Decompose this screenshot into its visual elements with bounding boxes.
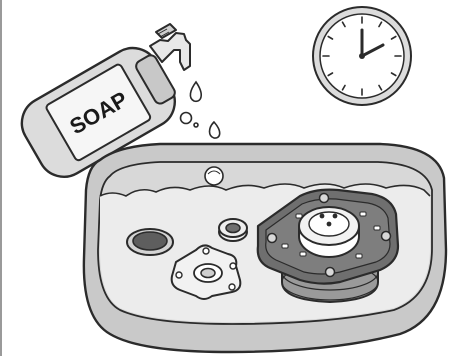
soap-drop-3 [194,123,198,127]
soap-drop-4 [210,122,220,138]
soap-drop-1 [190,82,201,101]
soap-drop-2 [181,113,192,124]
soap-drops [181,82,220,138]
soap-bubble [205,167,223,185]
clock-icon [313,7,411,105]
small-o-ring [219,219,247,241]
rubber-seal-disc [127,229,173,255]
